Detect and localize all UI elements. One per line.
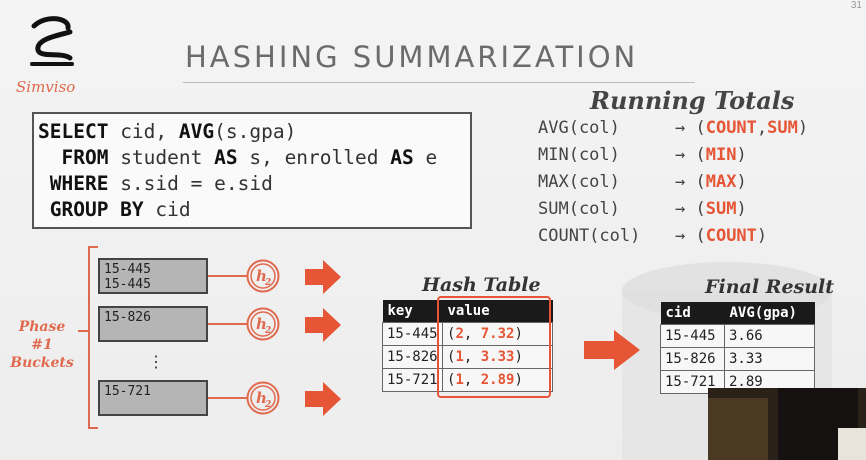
running-total-row: AVG(col)→ (COUNT,SUM) [538, 118, 809, 138]
title-divider [183, 82, 695, 83]
column-header: AVG(gpa) [724, 302, 815, 325]
table-row: 15-445 3.66 [660, 324, 815, 348]
final-result-table: cid AVG(gpa) 15-445 3.66 15-826 3.33 15-… [660, 302, 815, 394]
arrow-right-icon [305, 260, 341, 294]
page-number: 31 [850, 0, 862, 11]
bucket-link [208, 323, 248, 325]
bucket: 15-826 [98, 306, 208, 342]
hash-function-icon: h 2 [246, 381, 280, 415]
phase-label: Phase #1 Buckets [10, 319, 74, 371]
column-header: cid [660, 302, 725, 325]
svg-text:h: h [256, 315, 267, 333]
hash-function-icon: h 2 [246, 259, 280, 293]
sql-query-box: SELECT cid, AVG(s.gpa) FROM student AS s… [32, 112, 472, 229]
hash-table: key value 15-445 (2, 7.32) 15-826 (1, 3.… [382, 300, 553, 392]
table-row: 15-445 (2, 7.32) [382, 322, 553, 346]
webcam-overlay [708, 388, 866, 460]
logo-text: Simviso [16, 78, 76, 96]
slide-title: HASHING SUMMARIZATION [185, 40, 639, 74]
table-cell: (2, 7.32) [442, 322, 553, 346]
running-total-row: COUNT(col)→ (COUNT) [538, 226, 768, 246]
table-cell: 15-826 [660, 347, 725, 371]
table-row: 15-721 (1, 2.89) [382, 368, 553, 392]
table-header-row: key value [382, 300, 553, 323]
arrow-right-icon [305, 382, 341, 416]
final-result-title: Final Result [705, 276, 835, 298]
table-cell: 15-445 [382, 322, 443, 346]
table-cell: 15-826 [382, 345, 443, 369]
table-header-row: cid AVG(gpa) [660, 302, 815, 325]
table-row: 15-826 (1, 3.33) [382, 345, 553, 369]
sql-line-where: WHERE s.sid = e.sid [38, 172, 273, 195]
sql-line-select: SELECT cid, AVG(s.gpa) [38, 120, 297, 143]
table-row: 15-826 3.33 [660, 347, 815, 371]
hash-function-icon: h 2 [246, 307, 280, 341]
running-total-row: MAX(col)→ (MAX) [538, 172, 747, 192]
svg-text:2: 2 [264, 278, 271, 288]
table-cell: 3.66 [724, 324, 815, 348]
value-column-highlight [437, 296, 551, 398]
column-header: value [442, 300, 553, 323]
running-total-row: SUM(col)→ (SUM) [538, 199, 747, 219]
svg-text:2: 2 [264, 400, 271, 410]
svg-text:h: h [256, 389, 267, 407]
phase-bracket-bottom [88, 427, 98, 429]
bucket-link [208, 397, 248, 399]
svg-text:2: 2 [264, 326, 271, 336]
running-totals-title: Running Totals [590, 86, 795, 115]
table-cell: 15-721 [382, 368, 443, 392]
arrow-right-icon [305, 308, 341, 342]
webcam-region [838, 428, 866, 460]
bucket-link [208, 275, 248, 277]
arrow-right-icon [584, 330, 640, 370]
bucket-ellipsis: ⋮ [148, 352, 164, 371]
table-cell: (1, 2.89) [442, 368, 553, 392]
table-cell: 15-445 [660, 324, 725, 348]
bucket-entry: 15-826 [104, 310, 151, 325]
bucket-entry: 15-445 [104, 262, 151, 277]
bucket: 15-445 15-445 [98, 258, 208, 294]
webcam-region [708, 398, 768, 460]
bucket: 15-721 [98, 380, 208, 416]
phase-bracket-top [88, 246, 98, 248]
table-cell: (1, 3.33) [442, 345, 553, 369]
table-cell: 15-721 [660, 370, 725, 394]
table-cell: 3.33 [724, 347, 815, 371]
running-total-row: MIN(col)→ (MIN) [538, 145, 747, 165]
phase-bracket-tick [78, 330, 88, 332]
svg-text:h: h [256, 267, 267, 285]
sql-line-from: FROM student AS s, enrolled AS e [38, 146, 438, 169]
sql-line-groupby: GROUP BY cid [38, 198, 191, 221]
bucket-entry: 15-445 [104, 277, 151, 292]
logo-icon [30, 16, 74, 66]
phase-bracket [88, 246, 90, 429]
column-header: key [382, 300, 443, 323]
hash-table-title: Hash Table [422, 274, 541, 296]
bucket-entry: 15-721 [104, 384, 151, 399]
